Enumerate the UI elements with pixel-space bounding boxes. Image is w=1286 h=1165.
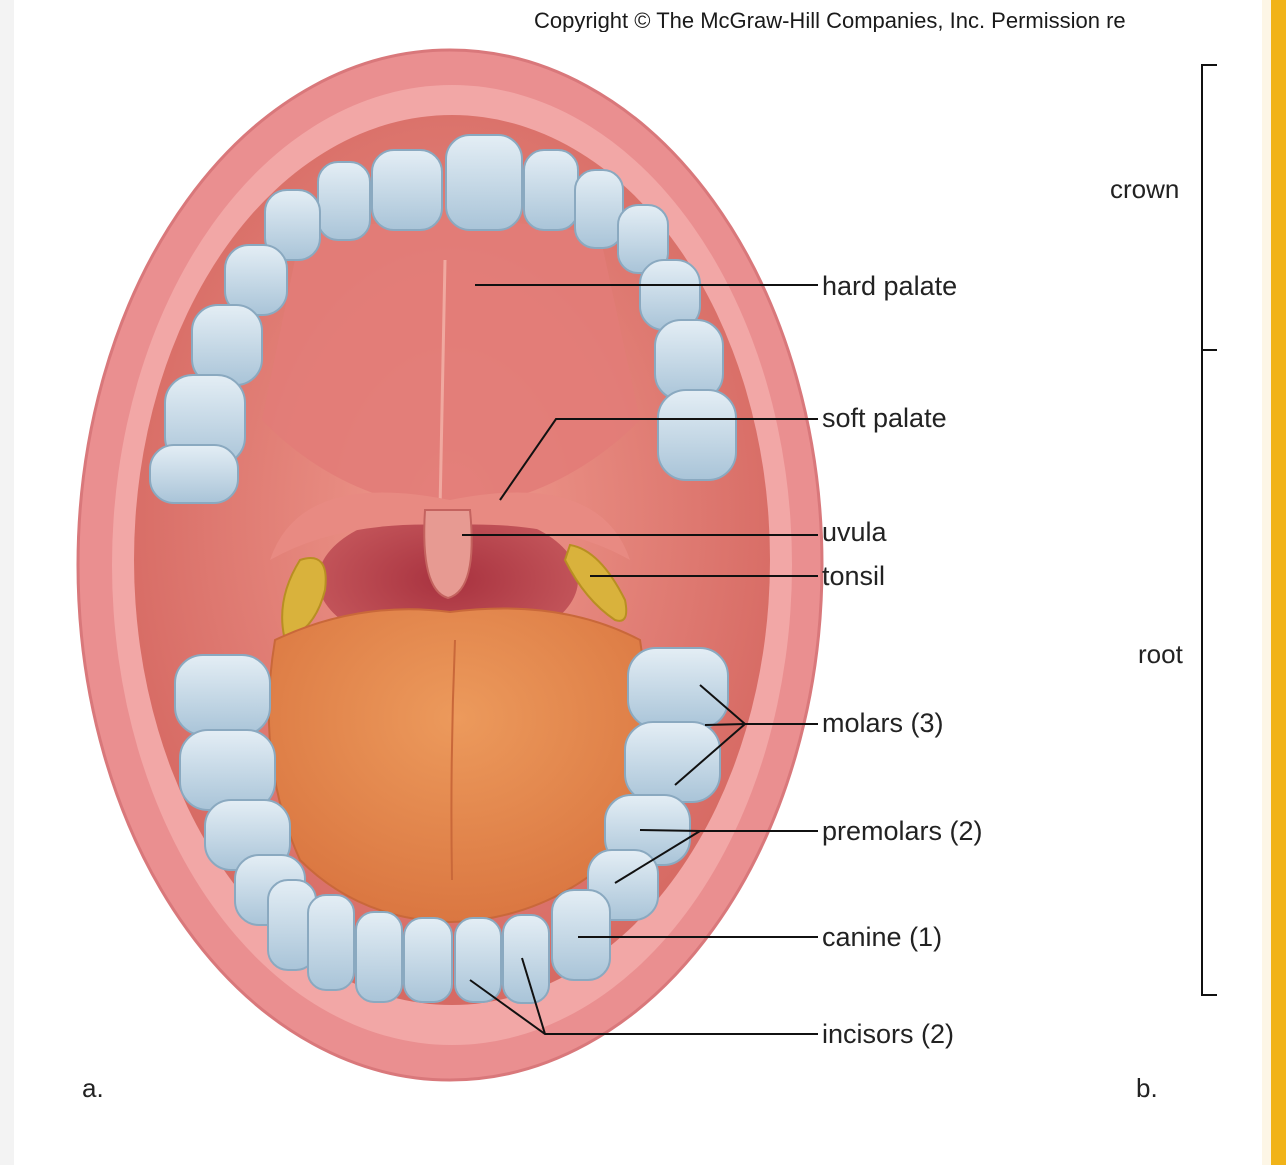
label-root: root — [1138, 641, 1183, 667]
panel-label-a: a. — [82, 1075, 104, 1101]
label-premolars: premolars (2) — [822, 818, 983, 845]
label-hard-palate: hard palate — [822, 273, 957, 300]
accent-bar-shape — [1271, 0, 1286, 1165]
panel-label-b: b. — [1136, 1075, 1158, 1101]
label-soft-palate: soft palate — [822, 405, 947, 432]
label-uvula: uvula — [822, 519, 887, 546]
leader-molars-b — [705, 724, 745, 725]
label-canine: canine (1) — [822, 924, 942, 951]
label-crown: crown — [1110, 176, 1179, 202]
copyright-notice: Copyright © The McGraw-Hill Companies, I… — [534, 10, 1218, 32]
label-molars: molars (3) — [822, 710, 944, 737]
label-tonsil: tonsil — [822, 563, 885, 590]
label-incisors: incisors (2) — [822, 1021, 954, 1048]
tooth-bracket — [1202, 65, 1217, 995]
leader-premolars-a — [640, 830, 818, 831]
